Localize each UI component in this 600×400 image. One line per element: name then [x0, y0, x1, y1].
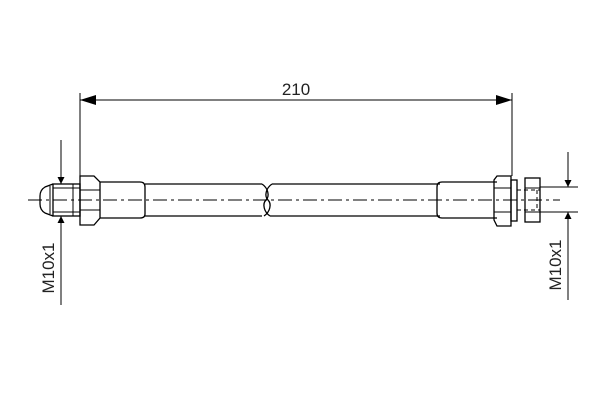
dimension-arrow-left-icon — [80, 95, 96, 105]
left-crimp-sleeve — [100, 181, 146, 219]
dimension-arrow-right-icon — [496, 95, 512, 105]
length-dimension: 210 — [79, 80, 513, 178]
right-crimp-sleeve — [436, 181, 497, 219]
hose-body — [145, 183, 440, 217]
right-union-nut — [524, 177, 541, 223]
right-thread-label: M10x1 — [546, 239, 565, 290]
right-fitting — [436, 175, 578, 227]
length-label: 210 — [282, 80, 310, 99]
right-washer — [510, 179, 518, 222]
right-thread-callout: M10x1 — [546, 152, 572, 300]
left-fitting — [39, 175, 146, 226]
left-nipple-tip — [39, 183, 54, 217]
hose-break-symbol — [261, 183, 271, 217]
right-hex-nut — [493, 175, 512, 227]
left-thread-callout: M10x1 — [39, 140, 65, 305]
left-thread-label: M10x1 — [39, 242, 58, 293]
